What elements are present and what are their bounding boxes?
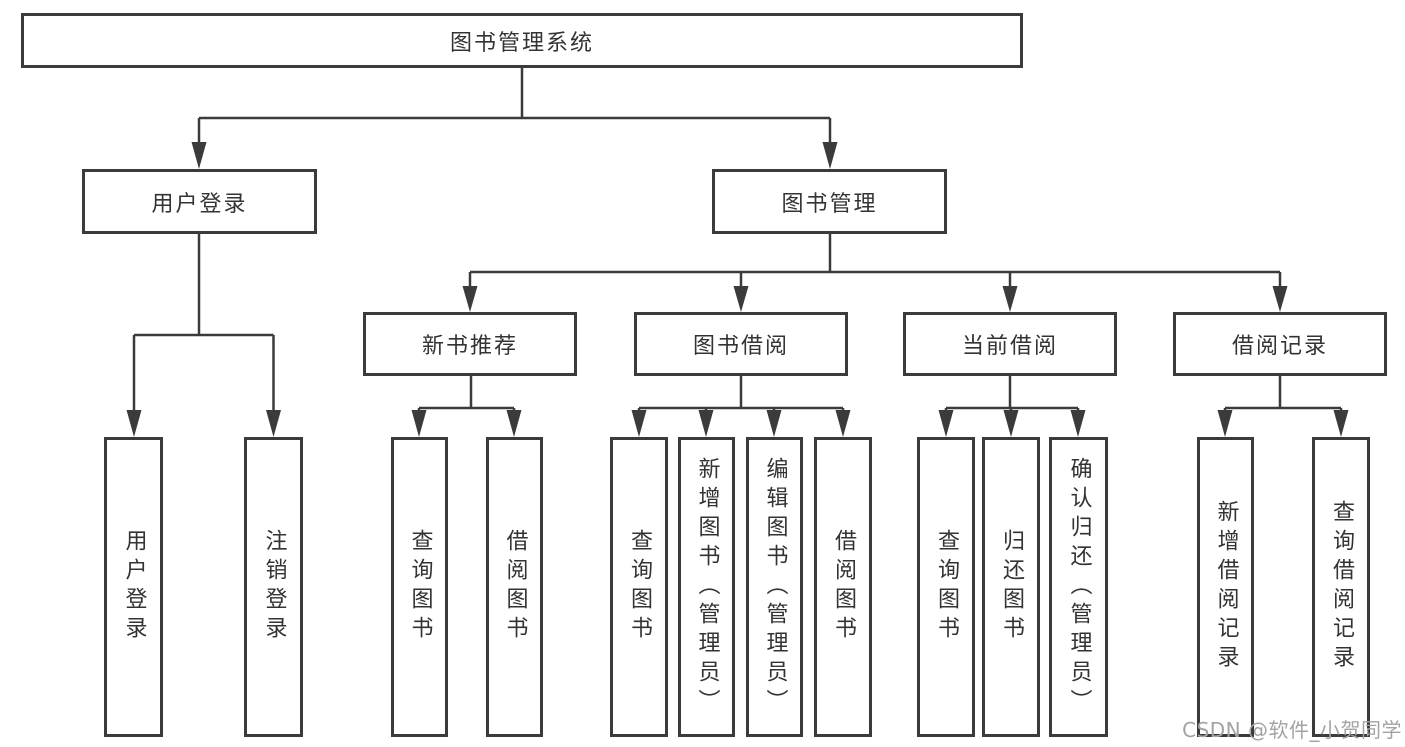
leaf-borrow-add-books-admin: 新增图书（管理员） bbox=[678, 437, 735, 737]
leaf-borrow-edit-books-admin: 编辑图书（管理员） bbox=[746, 437, 803, 737]
leaf-current-confirm-return-admin: 确认归还（管理员） bbox=[1049, 437, 1108, 737]
leaf-current-query-books: 查询图书 bbox=[917, 437, 975, 737]
node-borrow-record: 借阅记录 bbox=[1173, 312, 1387, 376]
node-user-login: 用户登录 bbox=[82, 169, 317, 234]
node-new-book-recommend: 新书推荐 bbox=[363, 312, 577, 376]
csdn-watermark: CSDN @软件_小贺同学 bbox=[1182, 718, 1402, 742]
leaf-borrow-query-books: 查询图书 bbox=[610, 437, 668, 737]
node-book-borrow: 图书借阅 bbox=[634, 312, 848, 376]
leaf-record-add-borrow-record: 新增借阅记录 bbox=[1197, 437, 1254, 737]
leaf-borrow-borrow-books: 借阅图书 bbox=[814, 437, 872, 737]
leaf-user-login: 用户登录 bbox=[104, 437, 163, 737]
node-book-management: 图书管理 bbox=[712, 169, 947, 234]
node-current-borrow: 当前借阅 bbox=[903, 312, 1117, 376]
leaf-record-query-borrow-record: 查询借阅记录 bbox=[1312, 437, 1370, 737]
leaf-newbook-query-books: 查询图书 bbox=[391, 437, 448, 737]
node-root: 图书管理系统 bbox=[21, 13, 1023, 68]
leaf-current-return-books: 归还图书 bbox=[982, 437, 1040, 737]
leaf-newbook-borrow-books: 借阅图书 bbox=[486, 437, 543, 737]
leaf-logout-login: 注销登录 bbox=[244, 437, 303, 737]
